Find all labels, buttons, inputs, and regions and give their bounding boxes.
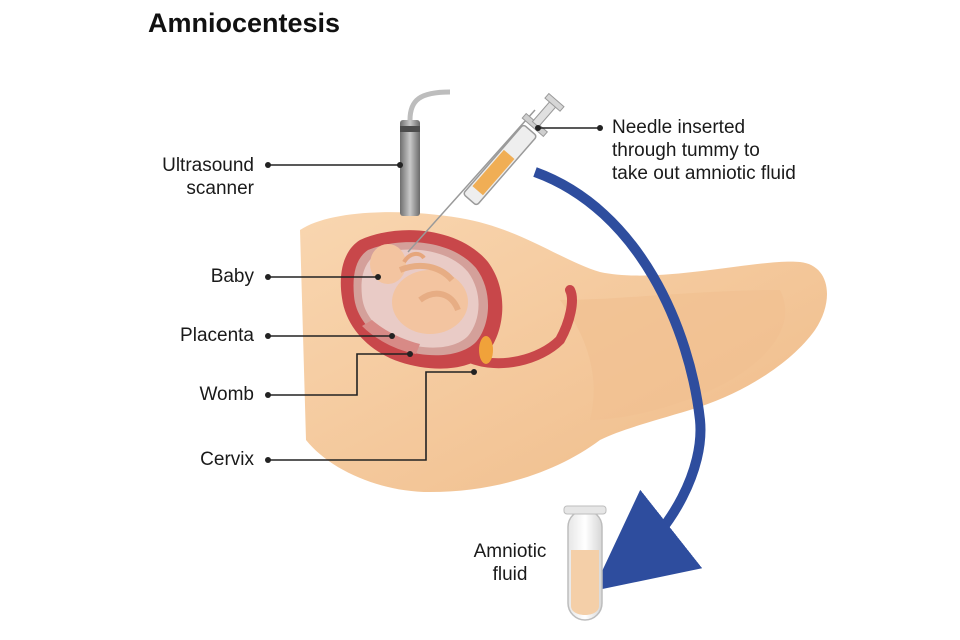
- leader-needle: [535, 125, 603, 131]
- label-needle-line3: take out amniotic fluid: [612, 163, 796, 184]
- baby-shape: [370, 244, 468, 334]
- label-needle-line1: Needle inserted: [612, 117, 746, 138]
- scanner-probe: [400, 120, 420, 216]
- label-ultrasound-line2: scanner: [186, 178, 254, 199]
- label-needle: Needle inserted through tummy to take ou…: [612, 116, 796, 185]
- label-ultrasound-scanner: Ultrasound scanner: [136, 154, 254, 200]
- label-baby: Baby: [210, 266, 254, 287]
- label-placenta: Placenta: [180, 325, 254, 346]
- leader-cervix: [265, 369, 477, 463]
- scanner-cable: [407, 89, 451, 121]
- label-ultrasound-line1: Ultrasound: [162, 155, 254, 176]
- label-cervix: Cervix: [200, 449, 254, 470]
- label-womb: Womb: [199, 384, 254, 405]
- label-amniotic-fluid: Amniotic fluid: [462, 540, 558, 586]
- label-needle-line2: through tummy to: [612, 140, 760, 161]
- leader-baby: [265, 274, 381, 280]
- leader-placenta: [265, 333, 395, 339]
- birth-canal: [465, 285, 577, 369]
- label-fluid-line1: Amniotic: [473, 541, 547, 562]
- thigh-shading: [560, 290, 786, 420]
- flow-arrow: [533, 167, 706, 592]
- leader-womb: [265, 351, 413, 398]
- leader-ultrasound: [265, 162, 403, 168]
- test-tube: [563, 505, 607, 621]
- syringe-shape: [407, 92, 565, 253]
- page-title: Amniocentesis: [148, 8, 341, 38]
- label-fluid-line2: fluid: [492, 564, 528, 585]
- cervix-shape: [479, 336, 493, 364]
